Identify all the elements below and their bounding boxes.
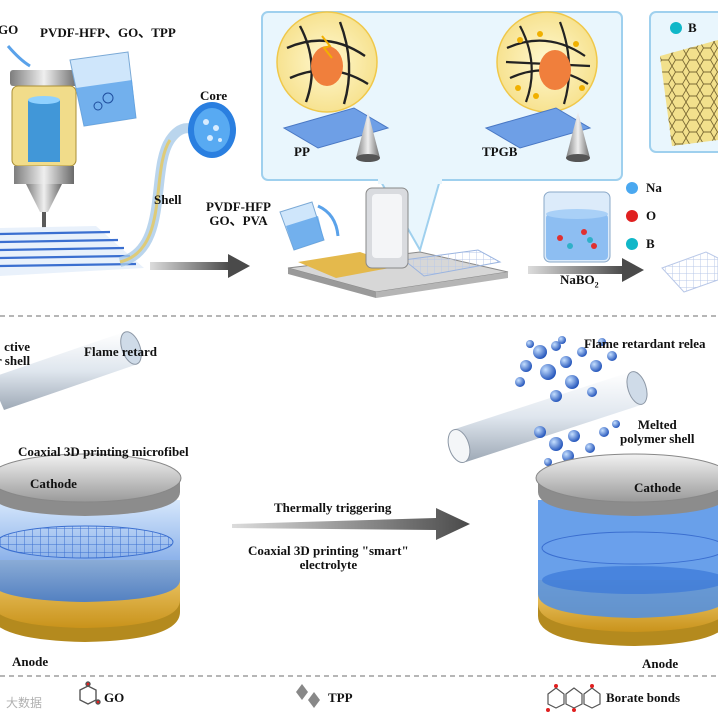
process-arrow-2 [528, 258, 644, 282]
nabo2-text: NaBO [560, 272, 595, 287]
flame-retard-label: Flame retard [84, 344, 158, 359]
pvdf-go-pva-label: PVDF-HFP GO、PVA [206, 200, 271, 228]
tpp-icon [296, 684, 320, 708]
b-legend-label: B [646, 236, 655, 251]
core-label: Core [200, 88, 228, 103]
coaxial-microfiber-left [0, 331, 142, 410]
o-legend-label: O [646, 208, 657, 223]
borate-bonds-legend-label: Borate bonds [606, 690, 681, 705]
tpgb-label: TPGB [482, 144, 518, 159]
battery-cell-right [535, 453, 718, 646]
thermal-trigger-label: Thermally triggering [274, 500, 392, 515]
pouring-beaker [69, 51, 137, 127]
nabo2-label: NaBO2 [560, 272, 599, 290]
borate-network-panel [649, 11, 718, 153]
pva-beaker [279, 201, 340, 251]
thermal-trigger-arrow [232, 508, 470, 540]
pp-plate-cone [282, 107, 390, 162]
core-fiber-cross-section [188, 102, 236, 158]
b-atom-icon [626, 238, 638, 250]
nabo2-beaker [543, 191, 611, 263]
anode-label-left: Anode [12, 654, 49, 669]
watermark-text: 大数据 [6, 696, 43, 710]
cathode-label-right: Cathode [634, 480, 681, 495]
materials-label: PVDF-HFP、GO、TPP [40, 25, 176, 40]
na-legend-label: Na [646, 180, 662, 195]
go-legend-label: GO [104, 690, 125, 705]
flame-retardant-beads [515, 336, 620, 470]
blade-coater [287, 187, 509, 298]
treated-grid [661, 251, 718, 293]
tpgb-plate-cone [484, 107, 592, 162]
protective-line1: ctive [4, 339, 31, 354]
borate-bonds-icon [546, 684, 601, 712]
process-arrow-1 [150, 254, 250, 278]
nabo2-subscript: 2 [594, 280, 599, 290]
melted-shell-label: Melted polymer shell [620, 418, 695, 446]
o-atom-icon [626, 210, 638, 222]
tpp-legend-label: TPP [328, 690, 353, 705]
anode-label-right: Anode [642, 656, 679, 671]
melted-line1: Melted [637, 417, 677, 432]
pvdf-label-line1: PVDF-HFP [206, 199, 271, 214]
microfiber-label: Coaxial 3D printing microfibel [18, 444, 189, 459]
na-atom-icon [626, 182, 638, 194]
go-molecule-icon [79, 681, 101, 705]
tpgb-network-circle [496, 11, 598, 113]
coaxial-printer-nozzle [10, 70, 78, 230]
battery-cell-left [0, 453, 182, 642]
shell-label: Shell [154, 192, 182, 207]
pvdf-label-line2: GO、PVA [209, 213, 268, 228]
protective-line2: r shell [0, 353, 31, 368]
flame-release-label: Flame retardant relea [584, 336, 706, 351]
melted-line2: polymer shell [620, 431, 695, 446]
smart-electrolyte-label: Coaxial 3D printing "smart" electrolyte [248, 544, 409, 572]
cathode-label-left: Cathode [30, 476, 77, 491]
pp-label: PP [294, 144, 310, 159]
printed-grid [0, 226, 144, 276]
b-label-top-right: B [688, 20, 697, 35]
protective-shell-label: ctive r shell [0, 340, 30, 368]
pp-network-circle [276, 11, 378, 113]
smart-line2: electrolyte [299, 557, 358, 572]
smart-line1: Coaxial 3D printing "smart" [248, 543, 409, 558]
go-label-top: GO [0, 22, 19, 37]
